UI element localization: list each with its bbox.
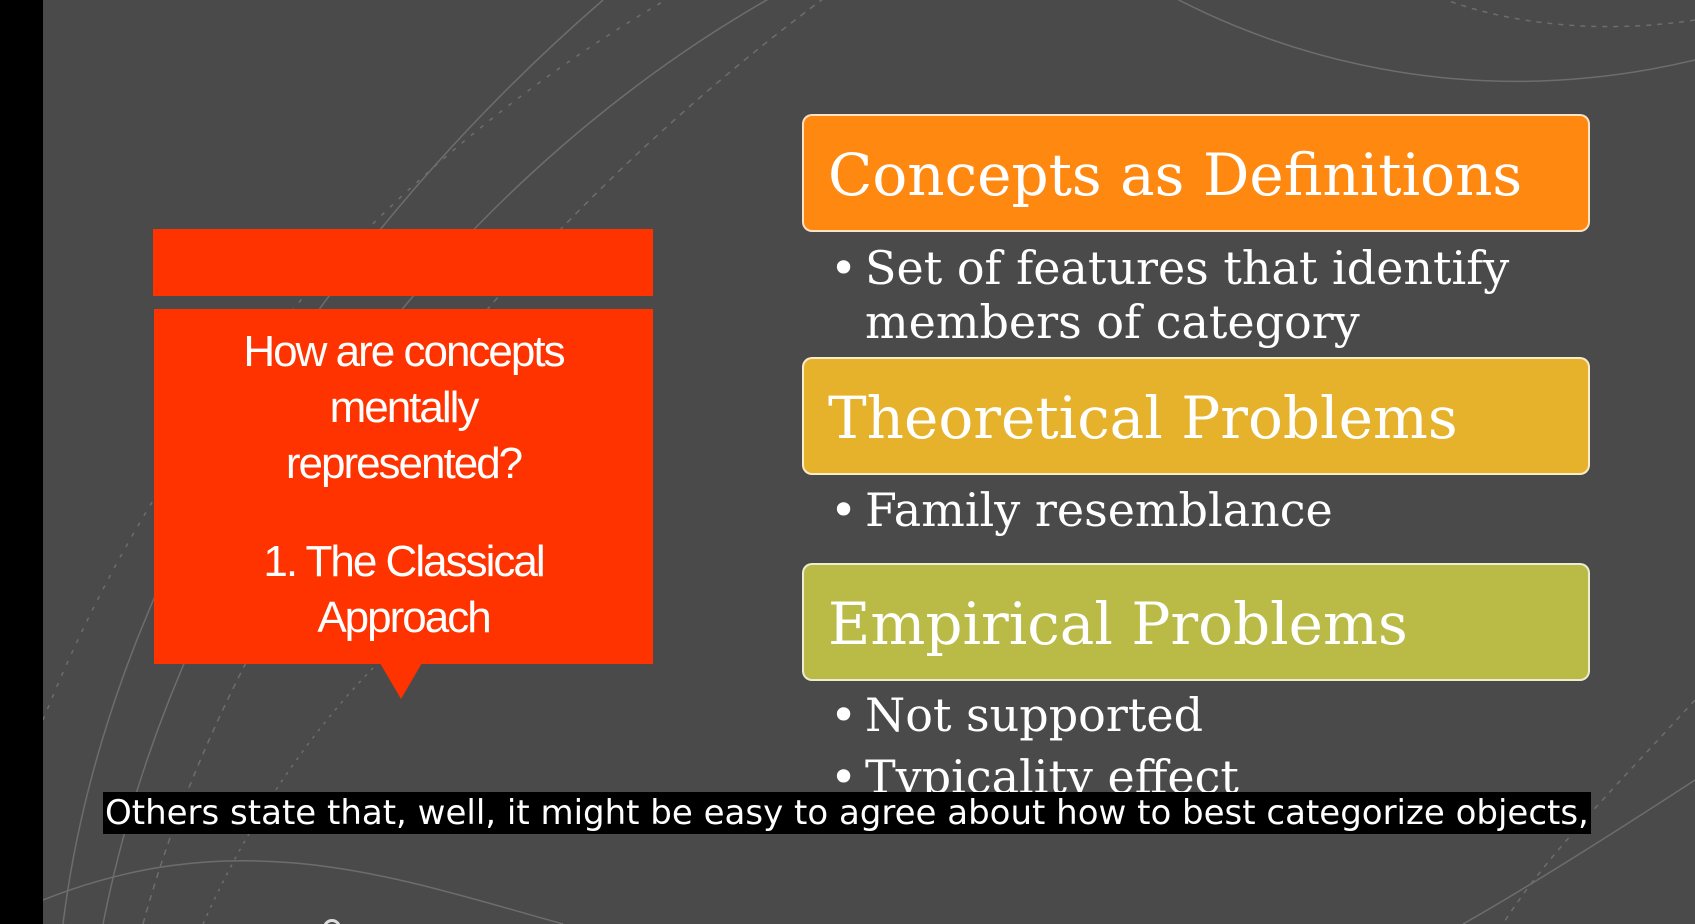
bullet-set-of-features: Set of features that identify members of… [830,241,1510,349]
bullet-not-supported: Not supported [830,688,1204,742]
approach-line: Approach [317,593,491,642]
question-line: represented? [285,439,523,488]
video-caption: Others state that, well, it might be eas… [103,792,1591,834]
question-callout: How are concepts mentally represented? 1… [154,309,653,664]
callout-pointer [380,663,422,699]
question-line: How are concepts [243,327,565,376]
question-line: mentally [329,383,480,432]
red-accent-bar [153,229,653,296]
slide: How are concepts mentally represented? 1… [43,0,1695,924]
heading-concepts-as-definitions: Concepts as Definitions [802,114,1590,232]
bullet-line: Not supported [865,688,1204,742]
bullet-line: Family resemblance [865,483,1333,537]
heading-theoretical-problems: Theoretical Problems [802,357,1590,475]
bullet-line: Set of features that identify [865,241,1510,295]
bullet-family-resemblance: Family resemblance [830,483,1333,537]
bullet-line: members of category [865,295,1360,349]
question-text: How are concepts mentally represented? [154,324,653,492]
heading-empirical-problems: Empirical Problems [802,563,1590,681]
approach-text: 1. The Classical Approach [154,534,653,646]
approach-line: 1. The Classical [263,537,545,586]
